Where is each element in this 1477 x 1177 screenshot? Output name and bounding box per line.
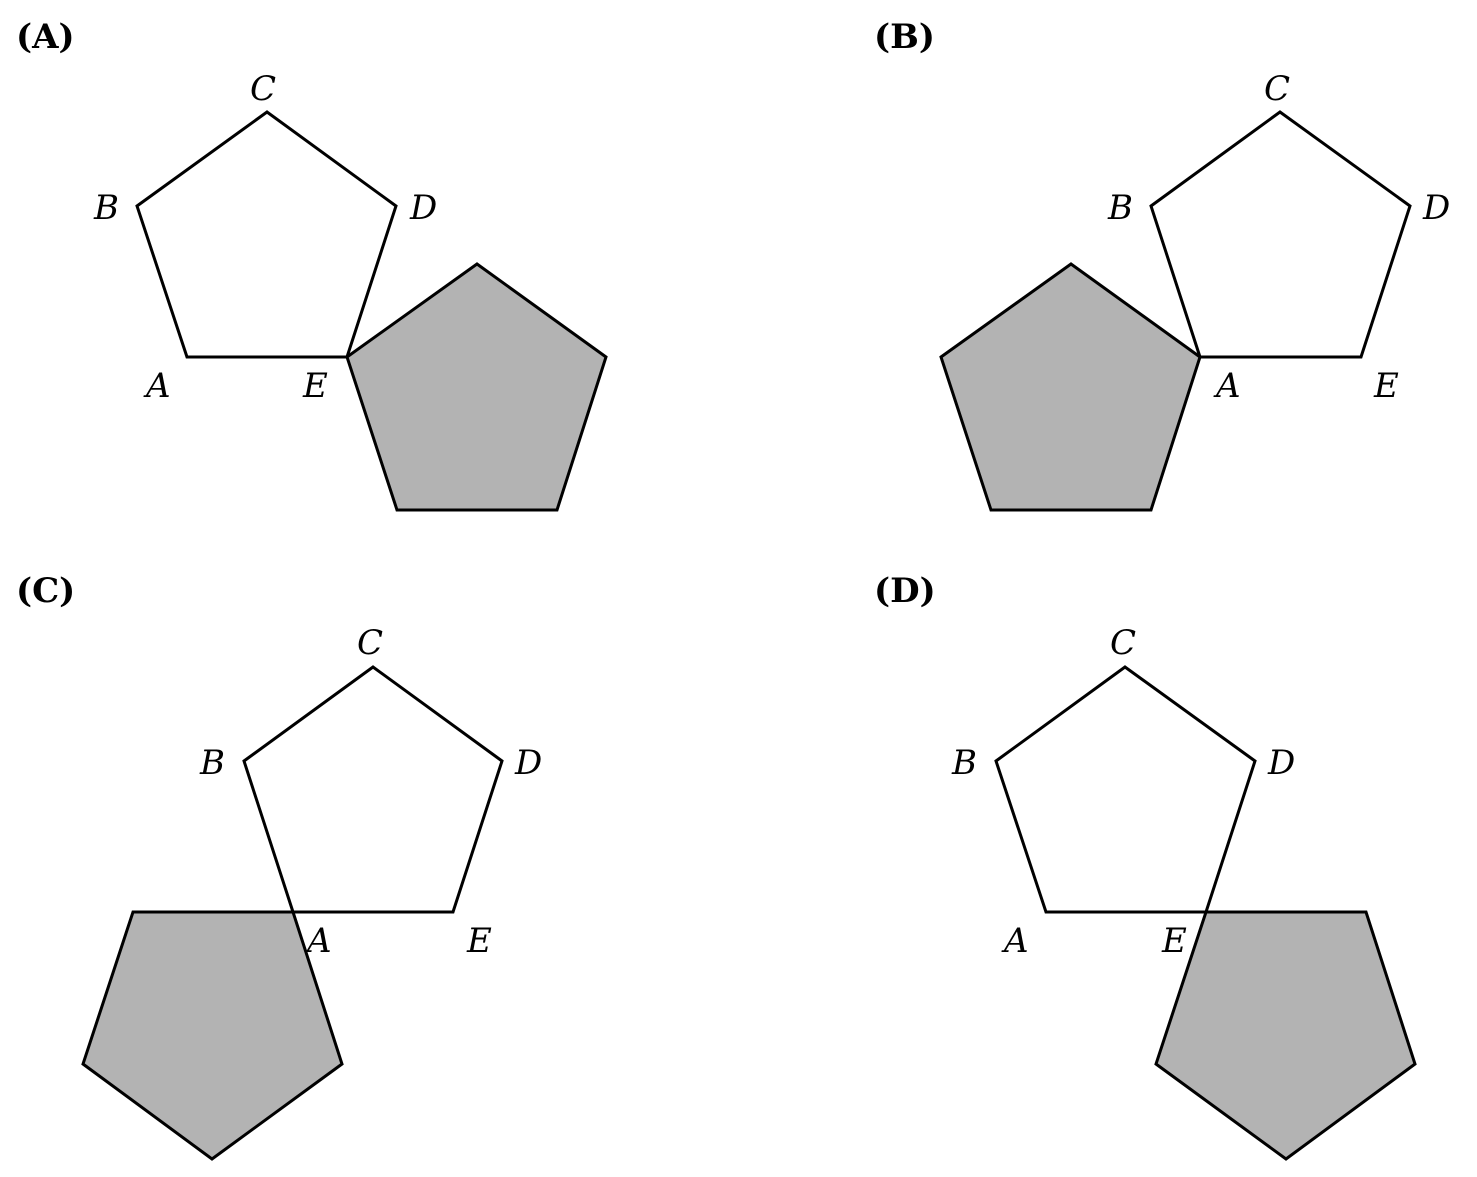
panel-b-vertex-b: B <box>1107 188 1133 228</box>
panel-d-vertex-e: E <box>1161 921 1187 961</box>
panel-c-pentagon-abcde <box>242 665 504 914</box>
panel-a-pentagon-abcde <box>135 110 398 359</box>
panel-d-vertex-a: A <box>1001 921 1029 961</box>
panel-b-vertex-c: C <box>1264 69 1290 109</box>
panel-c-vertex-b: B <box>199 743 225 783</box>
panel-d-vertex-d: D <box>1267 743 1295 783</box>
panel-b-vertex-e: E <box>1373 366 1399 406</box>
panel-b-label: (B) <box>874 17 935 57</box>
panel-c-vertex-d: D <box>514 743 542 783</box>
panel-c-vertex-a: A <box>304 921 332 961</box>
panel-d-vertex-c: C <box>1110 623 1136 663</box>
panel-b-shaded-pentagon <box>939 262 1202 512</box>
panel-b: (B) A B C D E <box>874 17 1450 512</box>
panel-a-vertex-d: D <box>409 188 437 228</box>
panel-d-vertex-b: B <box>951 743 977 783</box>
panel-a: (A) A B C D E <box>16 17 608 512</box>
panel-a-vertex-e: E <box>302 366 328 406</box>
panel-c: (C) A B C D E <box>16 571 542 1161</box>
panel-b-vertex-d: D <box>1422 188 1450 228</box>
panel-a-label: (A) <box>16 17 75 57</box>
panel-a-vertex-a: A <box>143 366 171 406</box>
panel-b-vertex-a: A <box>1213 366 1241 406</box>
panel-c-vertex-e: E <box>466 921 492 961</box>
panel-a-vertex-b: B <box>93 188 119 228</box>
panel-c-shaded-pentagon <box>81 910 344 1161</box>
panel-b-pentagon-abcde <box>1149 110 1412 359</box>
panel-d-pentagon-abcde <box>994 665 1257 914</box>
panel-a-shaded-pentagon <box>345 262 608 512</box>
panel-d-label: (D) <box>874 571 936 611</box>
panel-c-label: (C) <box>16 571 75 611</box>
panel-c-vertex-c: C <box>357 623 383 663</box>
panel-d: (D) A B C D E <box>874 571 1417 1161</box>
panel-a-vertex-c: C <box>250 69 276 109</box>
panel-d-shaded-pentagon <box>1154 910 1417 1161</box>
